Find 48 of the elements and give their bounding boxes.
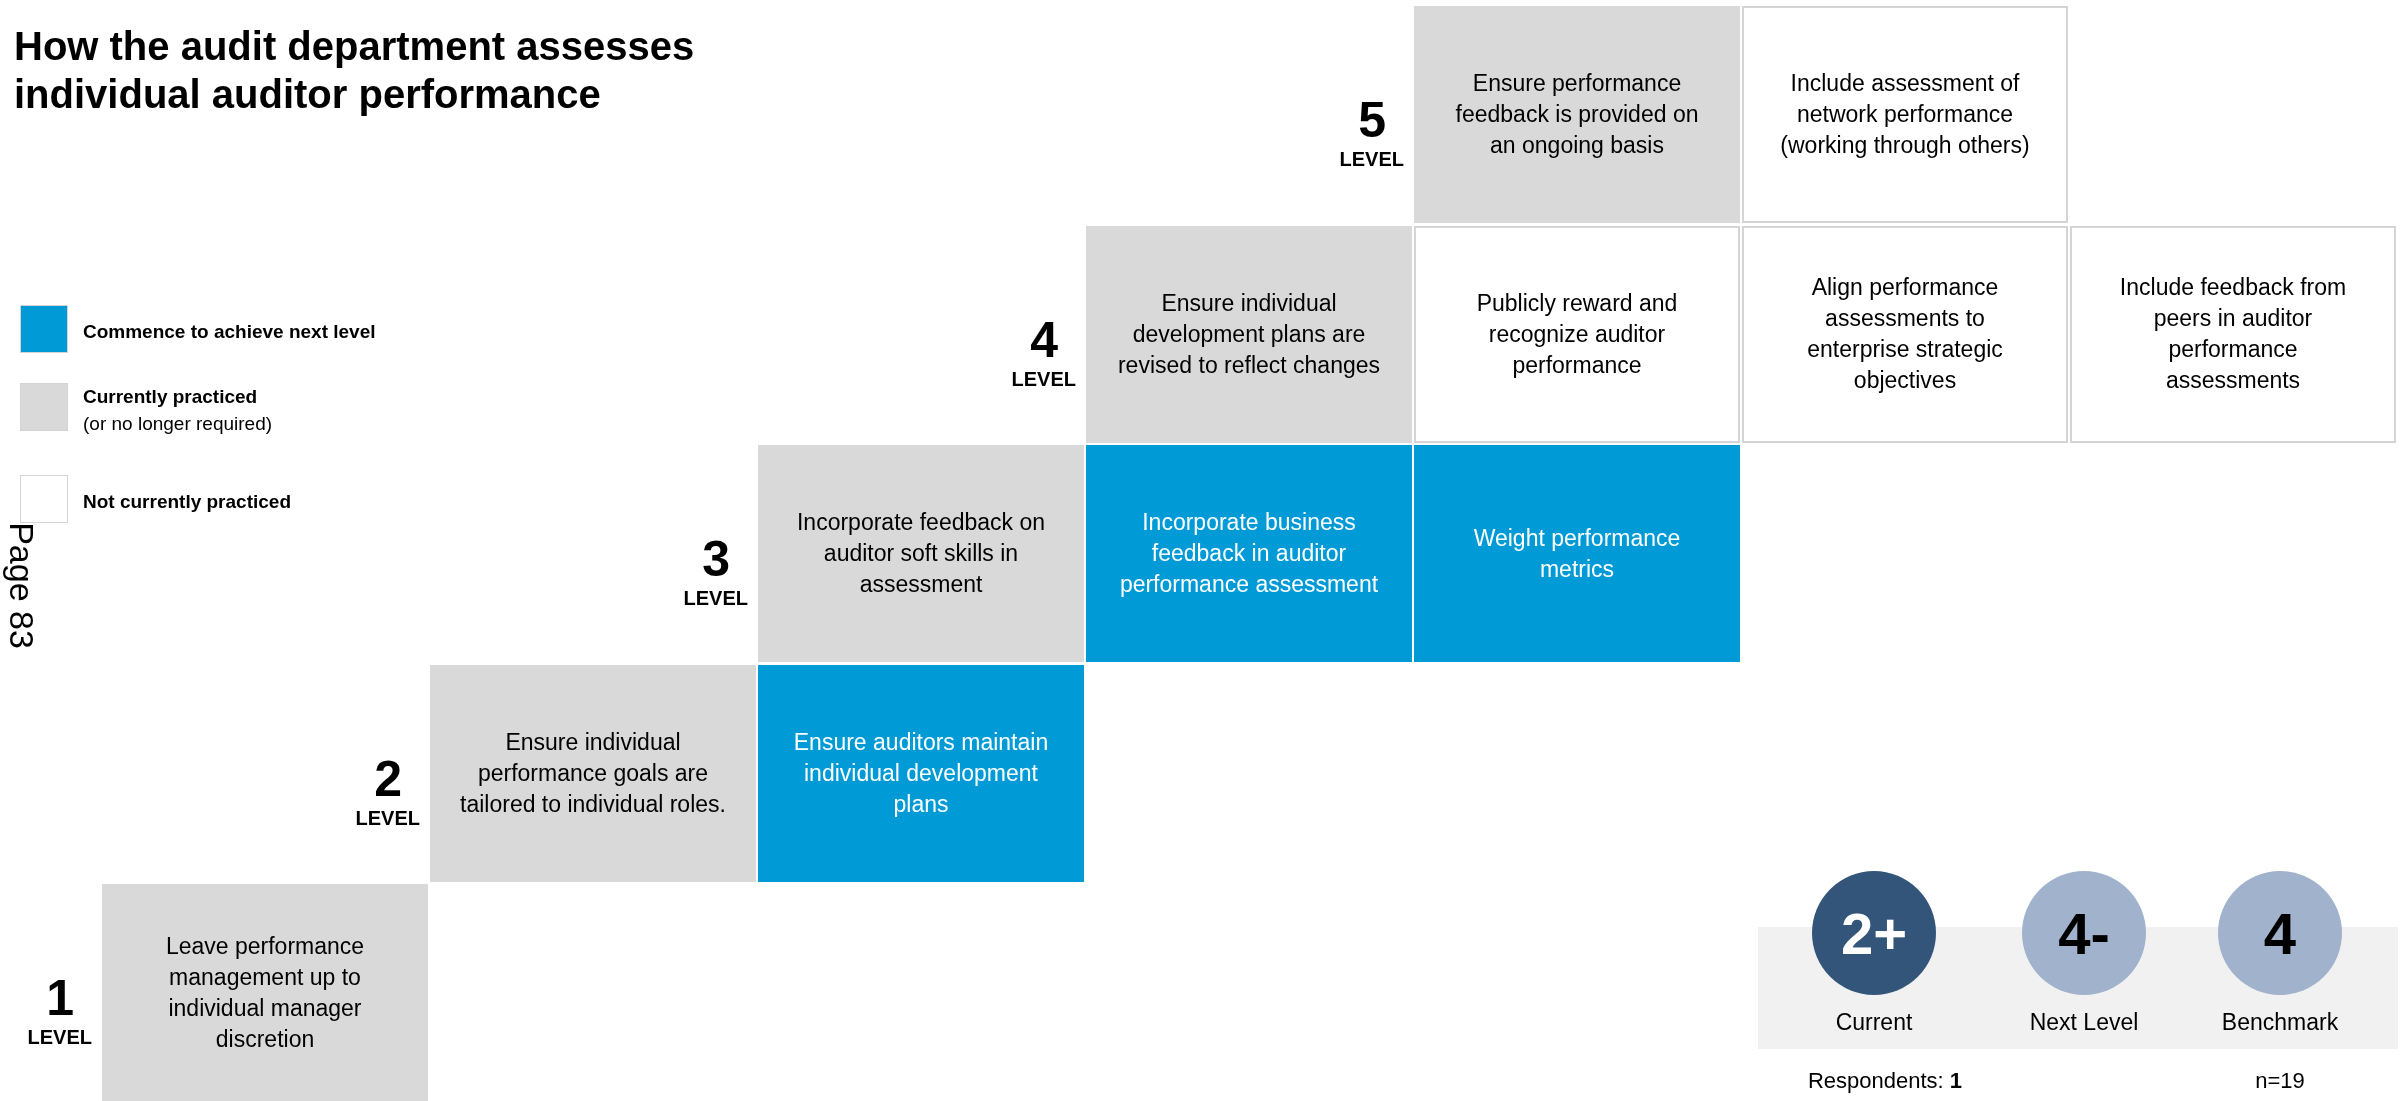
level-label: LEVEL xyxy=(683,586,748,610)
practice-cell xyxy=(1742,6,2068,223)
cell-text: Include assessment of network performance (working through others) xyxy=(1779,69,2031,160)
title: How the audit department assesses individual auditor performance xyxy=(14,23,696,118)
cell-text: Publicly reward and recognize auditor performance xyxy=(1475,288,1679,380)
level-number: 3 xyxy=(702,532,730,586)
level-number: 1 xyxy=(46,971,74,1025)
legend-text: Currently practiced xyxy=(83,385,258,409)
practice-cell xyxy=(2070,225,2396,443)
cell-text: Incorporate business feedback in auditor performance assessment xyxy=(1118,508,1380,599)
practice-cell xyxy=(758,445,1084,662)
practice-cell xyxy=(1086,445,1412,662)
cell-text: Leave performance management up to individual manager discretion xyxy=(164,931,366,1054)
cell-text: Incorporate feedback on auditor soft skills in assessment xyxy=(795,508,1047,599)
practice-cell xyxy=(1414,225,1740,443)
practice-cell xyxy=(758,664,1084,882)
score-caption: Benchmark xyxy=(2220,1008,2340,1037)
practice-cell xyxy=(102,884,428,1101)
level-label: LEVEL xyxy=(27,1025,92,1049)
legend-text: Not currently practiced xyxy=(83,490,291,514)
practice-cell xyxy=(1414,6,1740,223)
legend-text: Commence to achieve next level xyxy=(83,320,376,344)
score-caption: Current xyxy=(1834,1008,1914,1037)
respondents-count: Respondents: 1 xyxy=(1806,1067,1964,1095)
cell-text: Ensure performance feedback is provided on an ongoing basis xyxy=(1454,69,1700,160)
cell-text: Ensure individual development plans are revised to reflect changes xyxy=(1116,288,1382,380)
score-value: 2+ xyxy=(1840,899,1908,968)
level-label: LEVEL xyxy=(1339,147,1404,171)
legend-note: (or no longer required) xyxy=(83,412,273,436)
score-caption: Next Level xyxy=(2028,1008,2140,1037)
page-number: Page 83 xyxy=(1,522,42,649)
score-value: 4 xyxy=(2263,899,2297,968)
level-number: 2 xyxy=(374,751,402,806)
cell-text: Ensure individual performance goals are tailored to individual roles. xyxy=(459,727,727,819)
level-number: 5 xyxy=(1358,93,1386,147)
practice-cell xyxy=(430,664,756,882)
cell-text: Include feedback from peers in auditor performance assessments xyxy=(2118,273,2348,395)
cell-text: Weight performance metrics xyxy=(1472,523,1682,584)
level-number: 4 xyxy=(1030,312,1058,367)
cell-text: Ensure auditors maintain individual development plans xyxy=(792,727,1050,819)
practice-cell xyxy=(1086,225,1412,443)
level-label: LEVEL xyxy=(355,805,420,830)
practice-cell xyxy=(1414,445,1740,662)
cell-text: Align performance assessments to enterprise strategic objectives xyxy=(1806,273,2004,395)
score-value: 4- xyxy=(2058,899,2110,968)
sample-size: n=19 xyxy=(2254,1067,2306,1095)
level-label: LEVEL xyxy=(1011,366,1076,391)
practice-cell xyxy=(1742,225,2068,443)
